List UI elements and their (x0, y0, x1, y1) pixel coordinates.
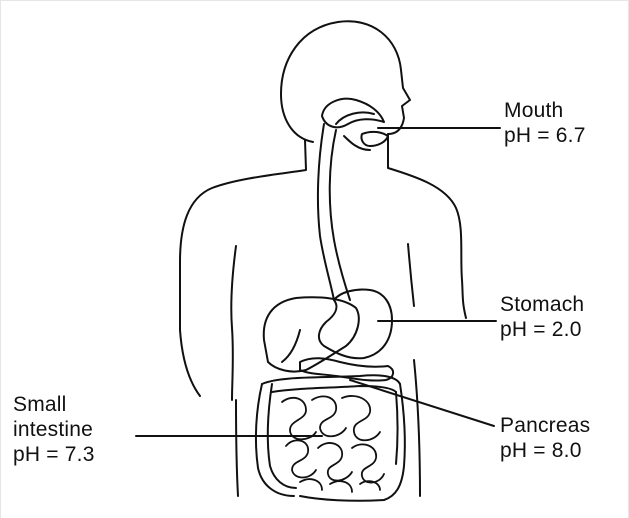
small-intestine-label: Small intestine pH = 7.3 (13, 392, 95, 467)
stomach-name: Stomach (500, 292, 584, 317)
large-intestine (256, 375, 405, 501)
pancreas-name: Pancreas (500, 413, 590, 438)
small-intestine-name-line2: intestine (13, 417, 95, 442)
liver-organ (264, 297, 359, 371)
pancreas-label: Pancreas pH = 8.0 (500, 413, 590, 463)
stomach-ph: pH = 2.0 (500, 317, 584, 342)
small-intestine-name-line1: Small (13, 392, 95, 417)
small-intestine-ph: pH = 7.3 (13, 442, 95, 467)
mouth-organ (322, 99, 388, 150)
mouth-label: Mouth pH = 6.7 (504, 98, 586, 148)
small-intestine (282, 396, 384, 492)
stomach-organ (319, 289, 392, 358)
pancreas-ph: pH = 8.0 (500, 438, 590, 463)
mouth-name: Mouth (504, 98, 586, 123)
stomach-label: Stomach pH = 2.0 (500, 292, 584, 342)
mouth-ph: pH = 6.7 (504, 123, 586, 148)
pancreas-leader-line (350, 380, 494, 426)
esophagus (318, 124, 350, 300)
body-outline (180, 21, 466, 496)
